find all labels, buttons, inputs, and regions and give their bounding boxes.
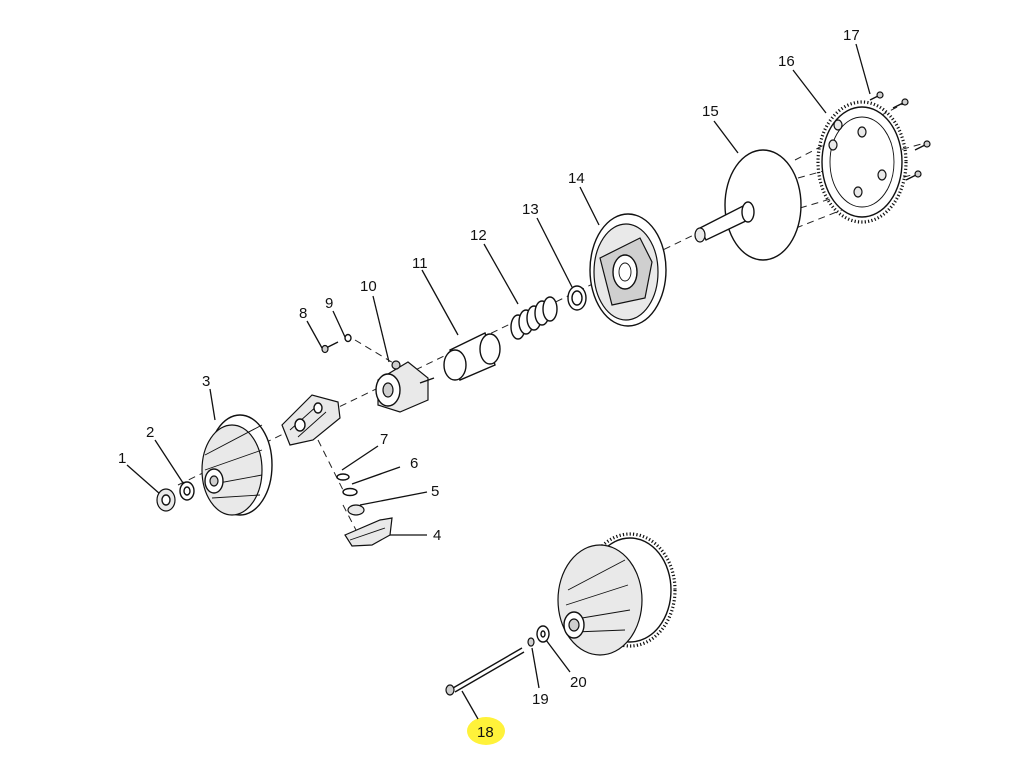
callout-4: 4	[433, 527, 441, 544]
part-6-ring	[342, 487, 358, 497]
part-4-shoe	[344, 517, 393, 547]
part-19-washer	[527, 637, 535, 647]
part-12-spring	[510, 296, 558, 340]
callout-20: 20	[570, 674, 587, 691]
part-17-bolts	[869, 91, 931, 181]
part-10-hub	[375, 360, 435, 413]
callout-18-highlight	[467, 717, 505, 745]
callout-9: 9	[325, 295, 333, 312]
part-15-shaft-sheave	[694, 149, 802, 261]
callout-16: 16	[778, 53, 795, 70]
part-3-movable-sheave	[201, 414, 273, 516]
callout-6: 6	[410, 455, 418, 472]
part-13-ring	[567, 285, 587, 311]
callout-17: 17	[843, 27, 860, 44]
part-14-plate	[589, 213, 667, 327]
callout-18: 18	[477, 724, 494, 741]
callout-labels: 1 2 3 4 5 6 7 8 9 10 11 12 13 14 15 16 1…	[118, 27, 860, 741]
callout-5: 5	[431, 483, 439, 500]
part-20-washer	[536, 625, 550, 643]
leader-lines	[126, 43, 871, 720]
part-9-washer	[344, 333, 352, 343]
part-5-spacer	[347, 504, 365, 516]
part-16-ring-gear	[816, 100, 908, 224]
part-1-nut	[156, 488, 176, 512]
callout-11: 11	[412, 255, 428, 272]
part-spider-arm	[281, 394, 341, 446]
callout-15: 15	[702, 103, 719, 120]
callout-19: 19	[532, 691, 549, 708]
part-8-bolt	[321, 341, 339, 354]
callout-1: 1	[118, 450, 126, 467]
part-18-long-bolt	[445, 647, 525, 696]
part-11-sleeve	[443, 332, 501, 381]
callout-12: 12	[470, 227, 487, 244]
part-2-washer	[179, 481, 195, 501]
callout-14: 14	[568, 170, 585, 187]
callout-2: 2	[146, 424, 154, 441]
callout-3: 3	[202, 373, 210, 390]
callout-10: 10	[360, 278, 377, 295]
assembled-clutch	[557, 532, 677, 656]
callout-8: 8	[299, 305, 307, 322]
part-7-clip	[336, 473, 350, 481]
callout-13: 13	[522, 201, 539, 218]
callout-7: 7	[380, 431, 388, 448]
